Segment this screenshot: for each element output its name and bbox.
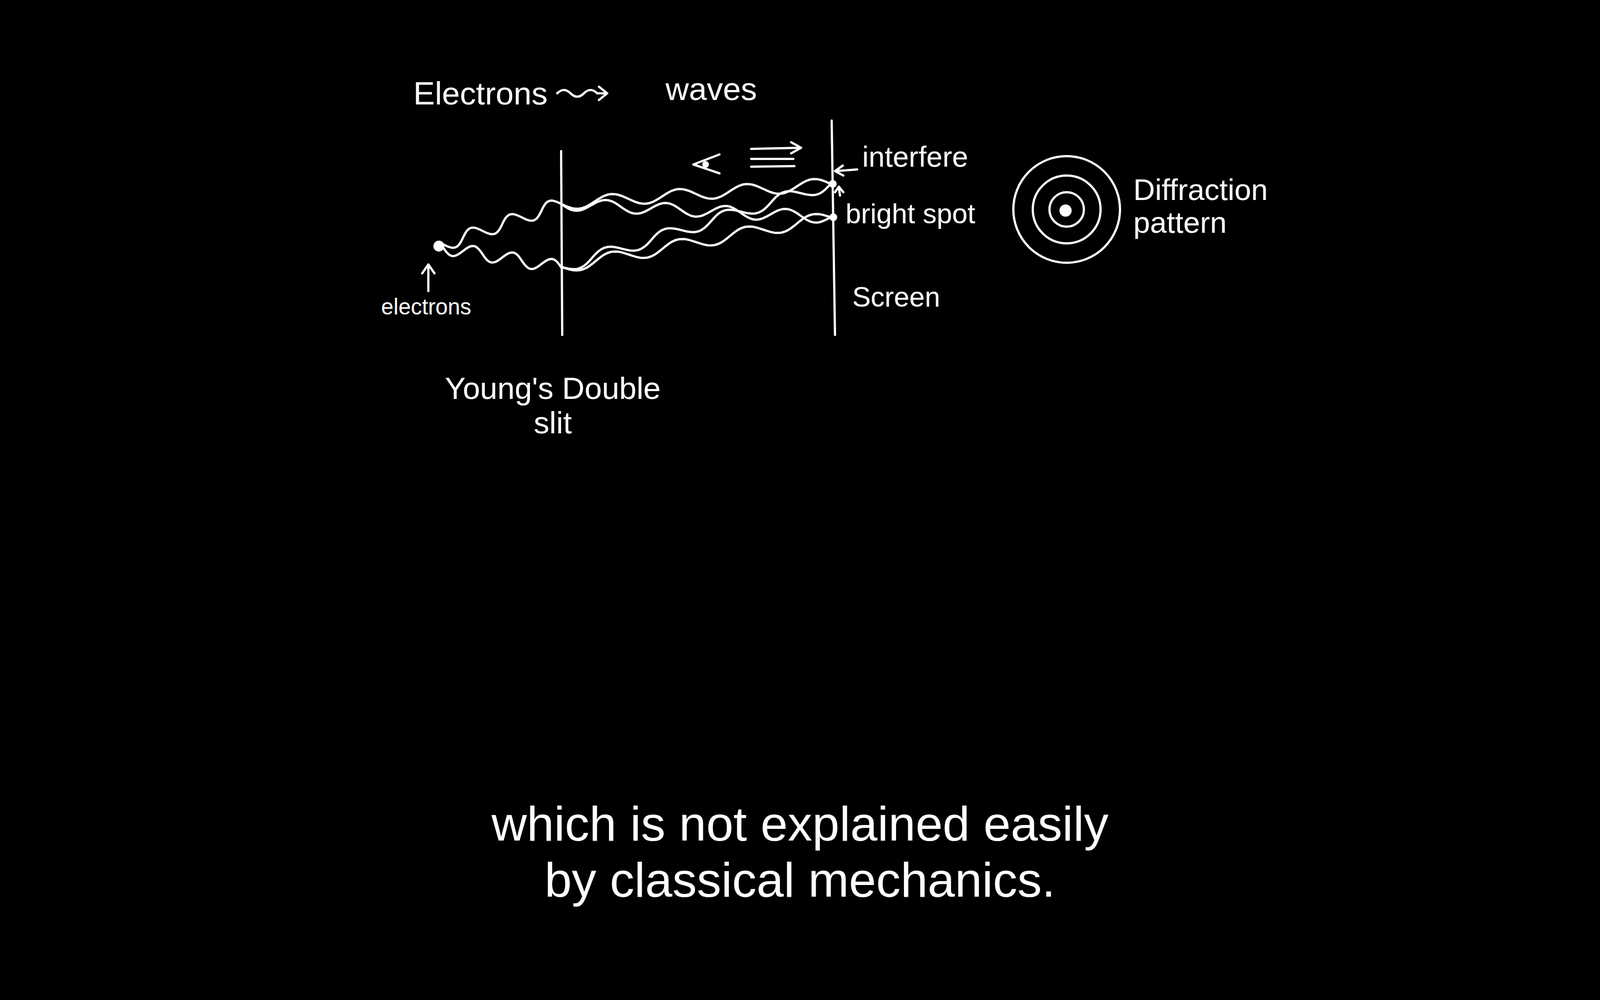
heading-word: Electrons <box>413 75 548 112</box>
subtitle-caption: which is not explained easily by classic… <box>472 795 1128 908</box>
double-slit-barrier <box>561 151 563 335</box>
diffraction-ring <box>1013 156 1120 263</box>
annotation-label: bright spot <box>845 198 975 230</box>
heading-word: waves <box>665 71 757 107</box>
bright-spot-leader <box>835 186 844 196</box>
screen-line <box>831 120 835 335</box>
wave-ray <box>443 246 562 269</box>
source-label: electrons <box>381 294 472 319</box>
diffraction-ring <box>1049 192 1084 227</box>
eye-pupil <box>702 161 709 168</box>
wave-ray <box>562 213 831 271</box>
squiggle-arrow <box>557 86 608 100</box>
electron-source <box>433 240 445 252</box>
diffraction-center <box>1059 204 1072 217</box>
eye-symbol <box>693 154 720 174</box>
wave-ray <box>561 178 831 209</box>
wave-ray <box>561 200 831 223</box>
screen-label: Screen <box>852 282 940 313</box>
view-arrow <box>751 142 802 167</box>
annotation-label: interfere <box>862 141 969 173</box>
pattern-label: Diffraction pattern <box>1133 173 1300 240</box>
wave-ray <box>443 200 562 248</box>
source-arrow <box>422 264 435 292</box>
interfere-leader <box>835 165 858 176</box>
diffraction-ring <box>1032 175 1101 244</box>
experiment-label: Young's Double slit <box>422 371 684 440</box>
